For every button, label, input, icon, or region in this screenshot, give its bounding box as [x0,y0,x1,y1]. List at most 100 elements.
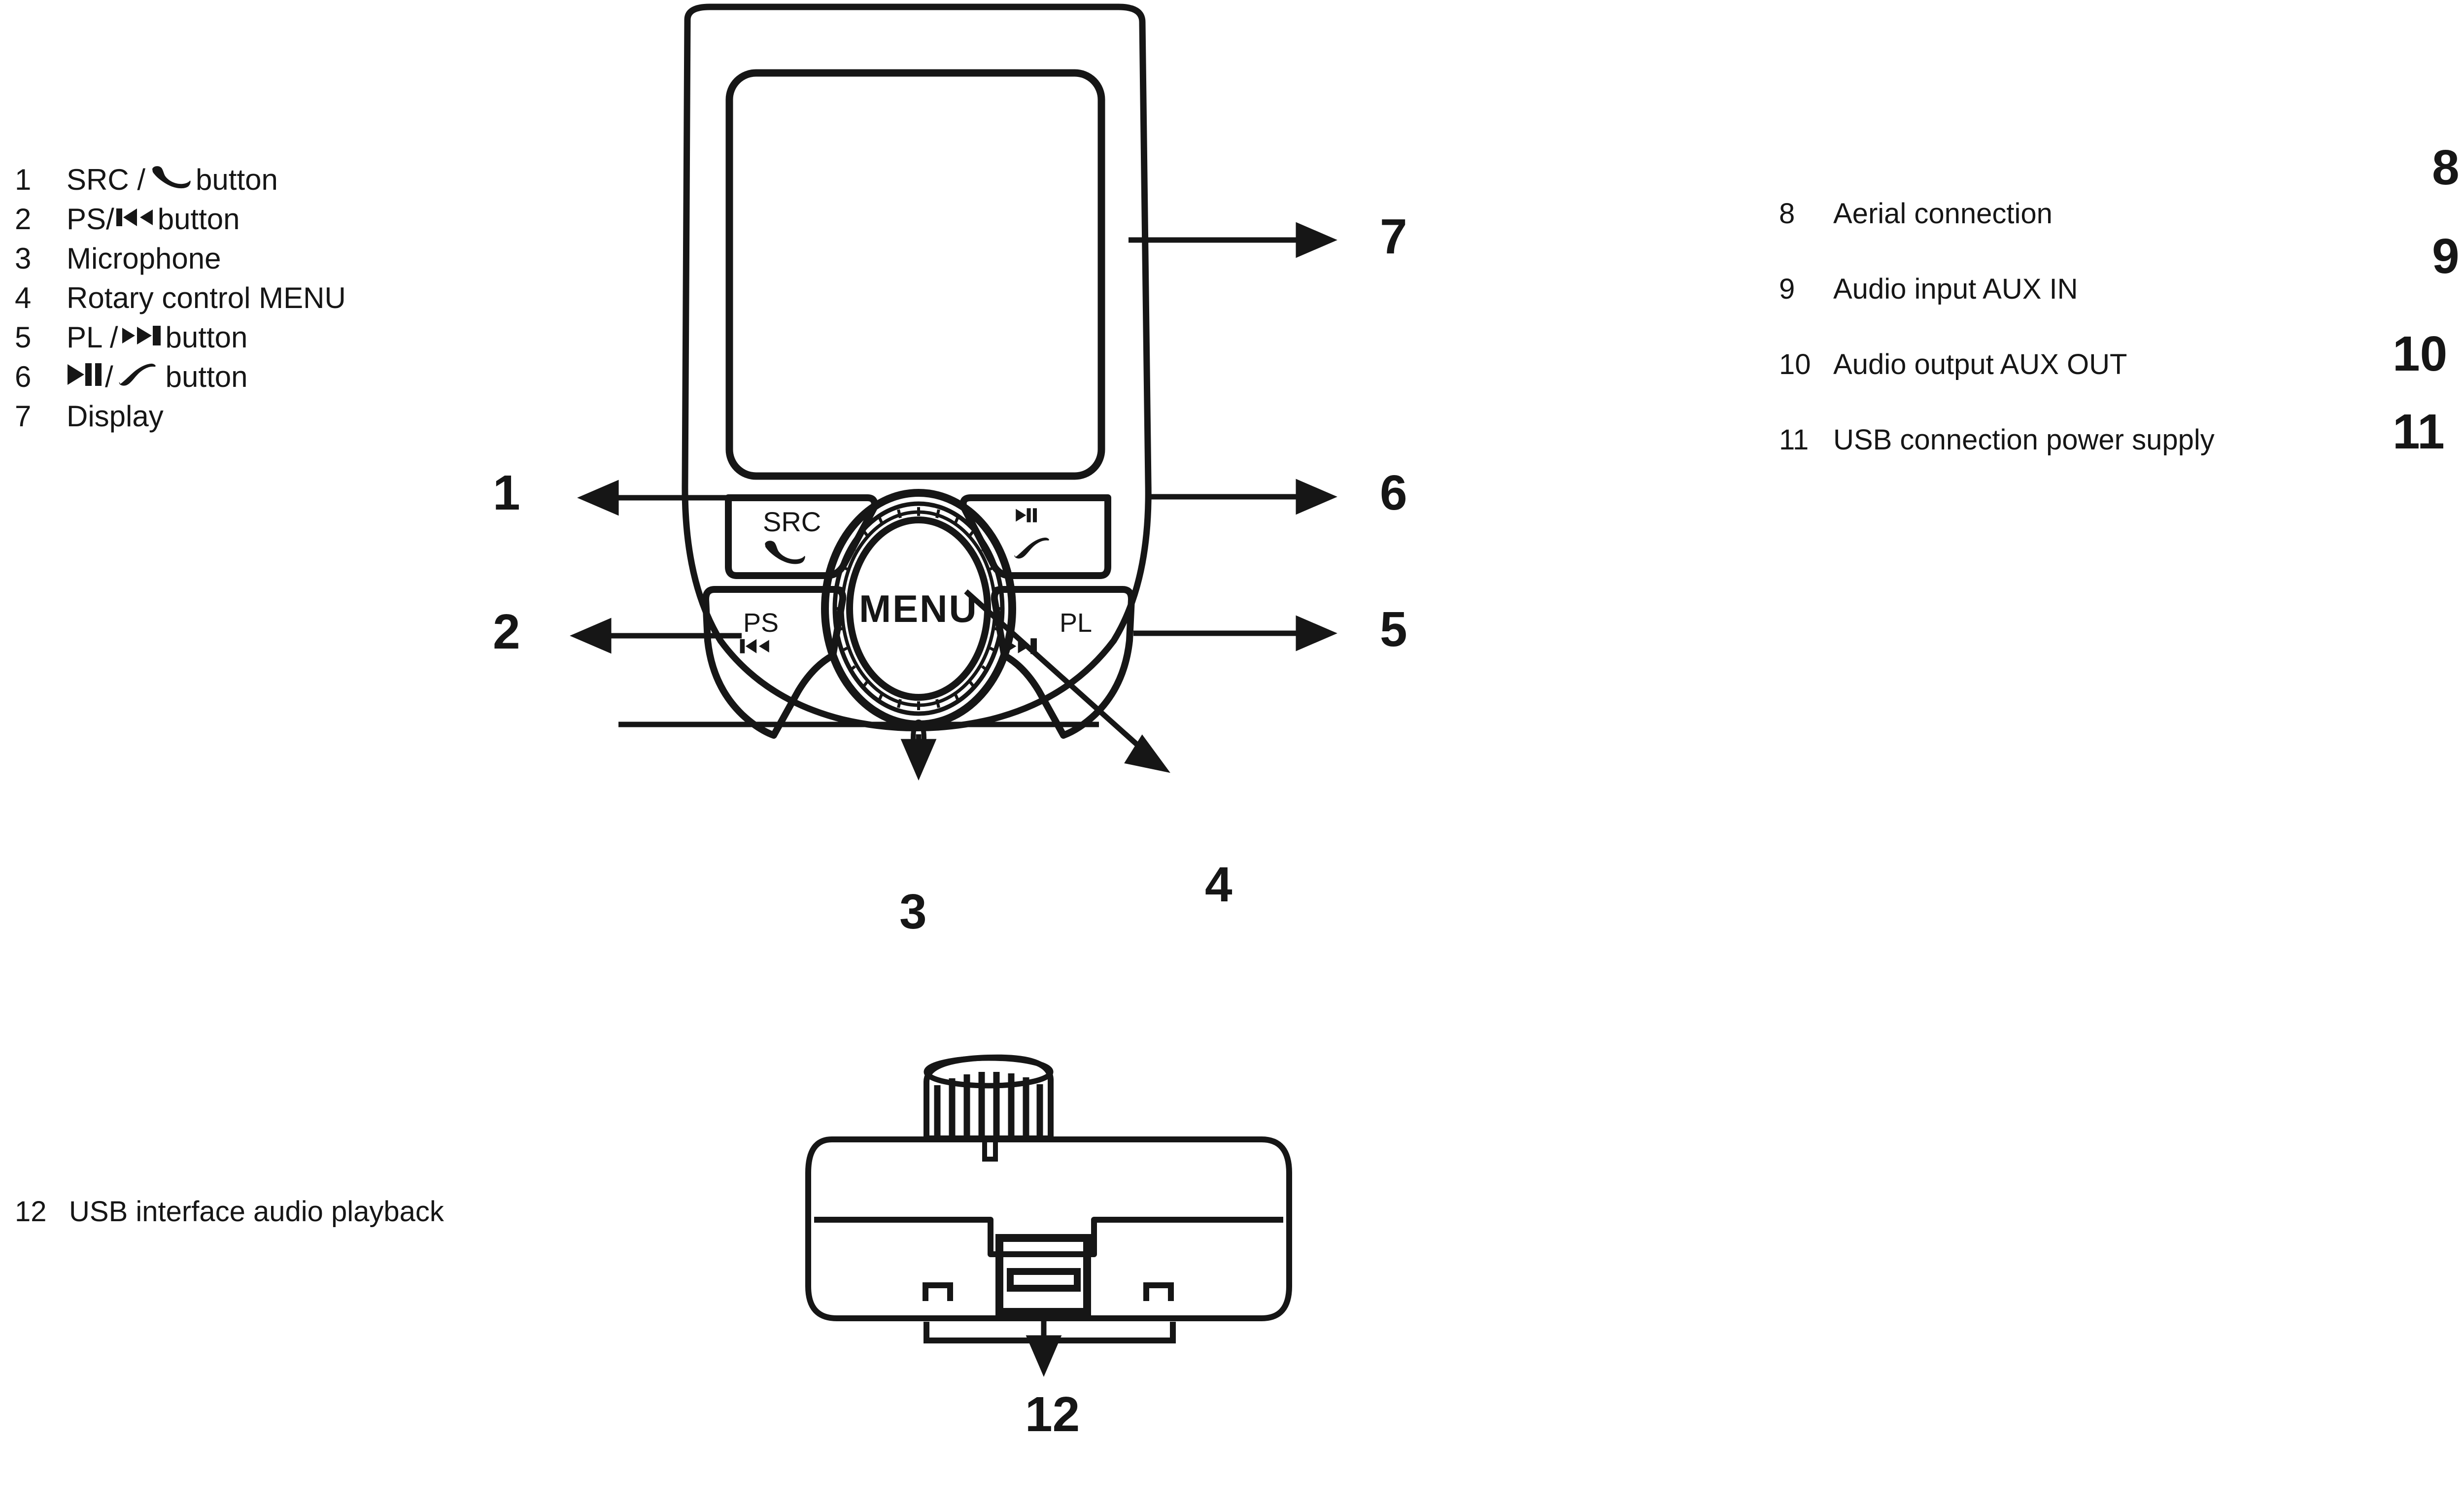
legend-list-bottom: 12 USB interface audio playback [15,1195,444,1228]
callout-4: 4 [1205,857,1232,912]
legend-item-4: 4 Rotary control MENU [15,281,346,320]
next-track-icon [1006,638,1037,654]
usb-audio-port [995,1234,1091,1316]
legend-label: / button [67,360,248,394]
legend-list-left: 1 SRC / button 2 PS/ [15,163,346,439]
ps-button-label: PS [743,608,779,638]
legend-number: 7 [15,400,32,433]
legend-item-8: 8 Aerial connection [1779,197,2215,273]
legend-label: PS/ button [67,202,240,236]
legend-number: 11 [1779,424,1809,456]
legend-label: Microphone [67,242,221,275]
bottom-body-outline [805,1136,1292,1321]
phone-handset-up-icon [1014,537,1049,559]
callout-arrow-2 [570,618,612,654]
legend-text-pre: PS/ [67,203,114,236]
ps-prev-button [702,586,847,739]
legend-number: 8 [1779,198,1795,230]
callout-arrow-12 [1026,1335,1062,1377]
rotary-control-menu [821,489,1016,728]
callout-11: 11 [2393,404,2445,459]
callout-1: 1 [493,465,520,520]
bottom-clip-tabs [923,1282,1176,1343]
legend-number: 4 [15,281,32,314]
legend-number: 10 [1779,348,1811,380]
rotary-knurling [835,507,1002,710]
phone-handset-up-icon [117,363,161,387]
legend-item-5: 5 PL / button [15,320,346,360]
callout-9: 9 [2432,229,2460,284]
legend-number: 2 [15,203,32,236]
legend-number: 5 [15,321,32,354]
callout-10: 10 [2393,326,2448,381]
legend-item-7: 7 Display [15,399,346,439]
callout-arrow-4 [1124,734,1170,773]
legend-label: USB connection power supply [1833,424,2215,456]
legend-label: SRC / button [67,163,278,197]
legend-text-pre: PL / [67,321,118,354]
callout-3: 3 [899,884,927,939]
phone-handset-down-icon [765,541,805,564]
legend-item-1: 1 SRC / button [15,163,346,202]
callout-7: 7 [1380,209,1407,264]
legend-item-11: 11 USB connection power supply [1779,423,2215,499]
legend-item-10: 10 Audio output AUX OUT [1779,348,2215,423]
legend-item-6: 6 / button [15,360,346,399]
legend-number: 12 [15,1196,47,1228]
pl-next-button [991,586,1135,739]
callout-arrow-7 [1296,222,1337,258]
legend-item-9: 9 Audio input AUX IN [1779,273,2215,348]
play-pause-call-button [959,494,1111,579]
legend-label: Audio input AUX IN [1833,273,2078,305]
callout-12: 12 [1025,1387,1080,1442]
display-bezel [725,69,1105,480]
legend-label: Aerial connection [1833,198,2053,230]
legend-number: 1 [15,163,32,196]
rotary-menu-label: MENU [859,587,978,630]
legend-text-post: button [157,203,240,236]
previous-track-icon [740,639,769,653]
play-pause-icon [1016,508,1037,522]
legend-text-post: button [165,360,248,393]
legend-label: USB interface audio playback [69,1196,444,1228]
callout-arrow-5 [1296,615,1337,652]
microphone-hole [911,720,926,756]
legend-label: Audio output AUX OUT [1833,348,2127,380]
bottom-face-plate [814,1217,1283,1257]
legend-list-right: 8 Aerial connection 9 Audio input AUX IN… [1779,197,2215,499]
previous-track-icon [115,206,155,229]
callout-line-4 [964,589,1155,761]
next-track-icon [121,324,163,347]
legend-text-post: button [165,321,248,354]
rotary-knob-ribbed [924,1054,1054,1162]
callout-8: 8 [2432,140,2460,195]
knob-shaft [982,1136,998,1162]
legend-text-mid: / [105,360,113,393]
callout-arrow-6 [1296,479,1337,515]
callout-6: 6 [1380,465,1407,520]
legend-number: 9 [1779,273,1795,305]
legend-label: Rotary control MENU [67,281,346,314]
legend-item-3: 3 Microphone [15,241,346,281]
legend-label: Display [67,400,164,433]
callout-2: 2 [493,604,520,659]
device-body-outline [682,3,1152,731]
front-view-callouts [0,0,1478,936]
pl-button-label: PL [1060,608,1092,638]
callout-arrow-3 [900,739,937,781]
phone-handset-down-icon [150,165,192,190]
callout-arrow-1 [577,480,619,516]
callout-5: 5 [1380,602,1407,657]
legend-text-pre: SRC / [67,163,146,196]
legend-number: 6 [15,360,32,393]
front-view: SRC PS [567,0,1281,887]
side-view-callouts [2415,0,2464,591]
legend-item-12: 12 USB interface audio playback [15,1195,444,1228]
legend-item-2: 2 PS/ button [15,202,346,241]
legend-number: 3 [15,242,32,275]
legend-text-post: button [196,163,278,196]
src-button [725,494,878,579]
src-button-label: SRC [763,506,821,537]
legend-label: PL / button [67,320,247,354]
